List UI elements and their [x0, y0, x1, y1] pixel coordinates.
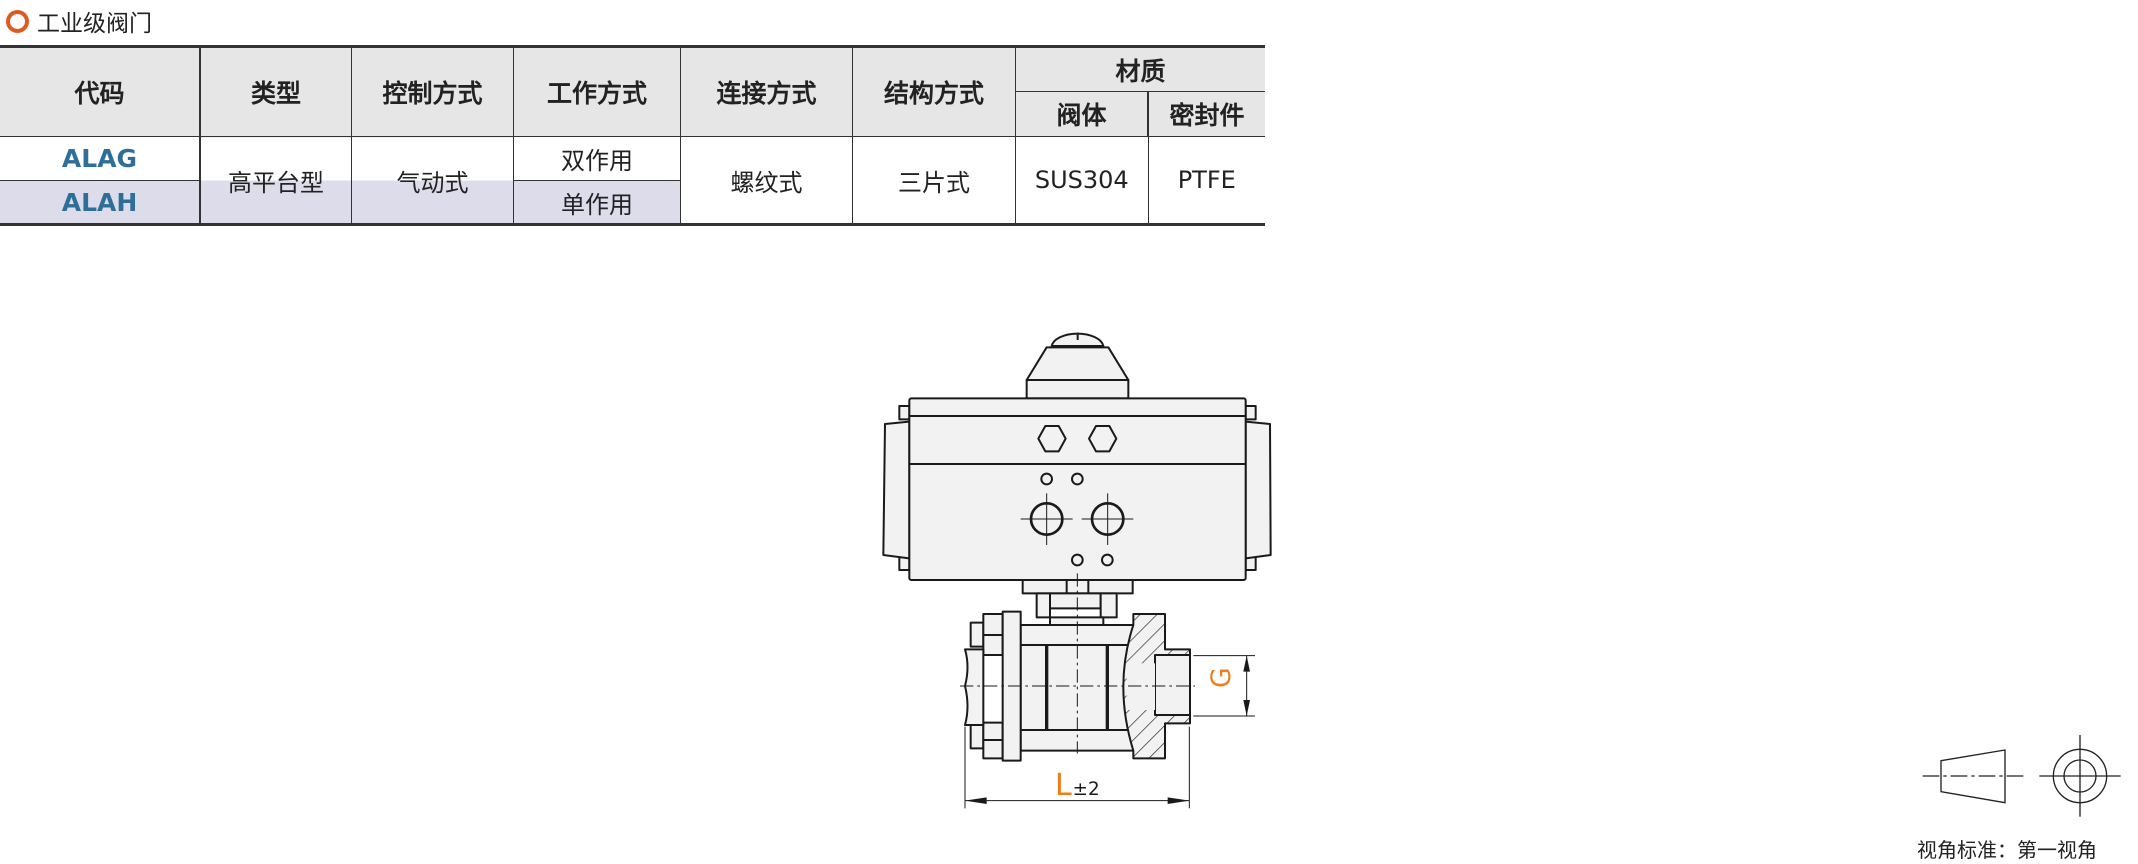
- valve-drawing: G L ±2: [882, 332, 1272, 809]
- circle-bullet-icon: [6, 9, 29, 33]
- header-body: 阀体: [1015, 91, 1149, 137]
- body-material-cell: SUS304: [1015, 136, 1149, 225]
- projection-standard-label: 视角标准：第一视角: [1917, 838, 2097, 862]
- header-seal: 密封件: [1147, 91, 1265, 137]
- seal-material-cell: PTFE: [1147, 136, 1265, 225]
- dimension-g-label: G: [1206, 667, 1237, 688]
- header-type: 类型: [199, 46, 352, 137]
- first-angle-projection-icon: [1922, 735, 2121, 817]
- dimension-l-tolerance: ±2: [1073, 779, 1100, 800]
- connection-cell: 螺纹式: [680, 136, 853, 225]
- header-structure: 结构方式: [852, 46, 1016, 137]
- actuator-body: [908, 397, 1247, 581]
- header-control: 控制方式: [351, 46, 514, 137]
- code-cell: ALAH: [0, 180, 201, 225]
- header-code: 代码: [0, 46, 201, 137]
- section-title: 工业级阀门: [6, 4, 152, 38]
- header-material: 材质: [1015, 46, 1265, 92]
- code-cell: ALAG: [0, 136, 201, 181]
- actuator-cap: [1025, 346, 1130, 381]
- work-cell: 单作用: [513, 180, 681, 225]
- dimension-l-label: L: [1055, 768, 1072, 803]
- work-cell: 双作用: [513, 136, 681, 181]
- control-cell: 气动式: [351, 136, 514, 225]
- header-work: 工作方式: [513, 46, 681, 137]
- type-cell: 高平台型: [199, 136, 352, 225]
- section-title-text: 工业级阀门: [37, 11, 152, 37]
- structure-cell: 三片式: [852, 136, 1016, 225]
- spec-table: 代码 类型 控制方式 工作方式 连接方式 结构方式 材质 阀体 密封件 ALAG…: [0, 45, 1265, 226]
- header-connection: 连接方式: [680, 46, 853, 137]
